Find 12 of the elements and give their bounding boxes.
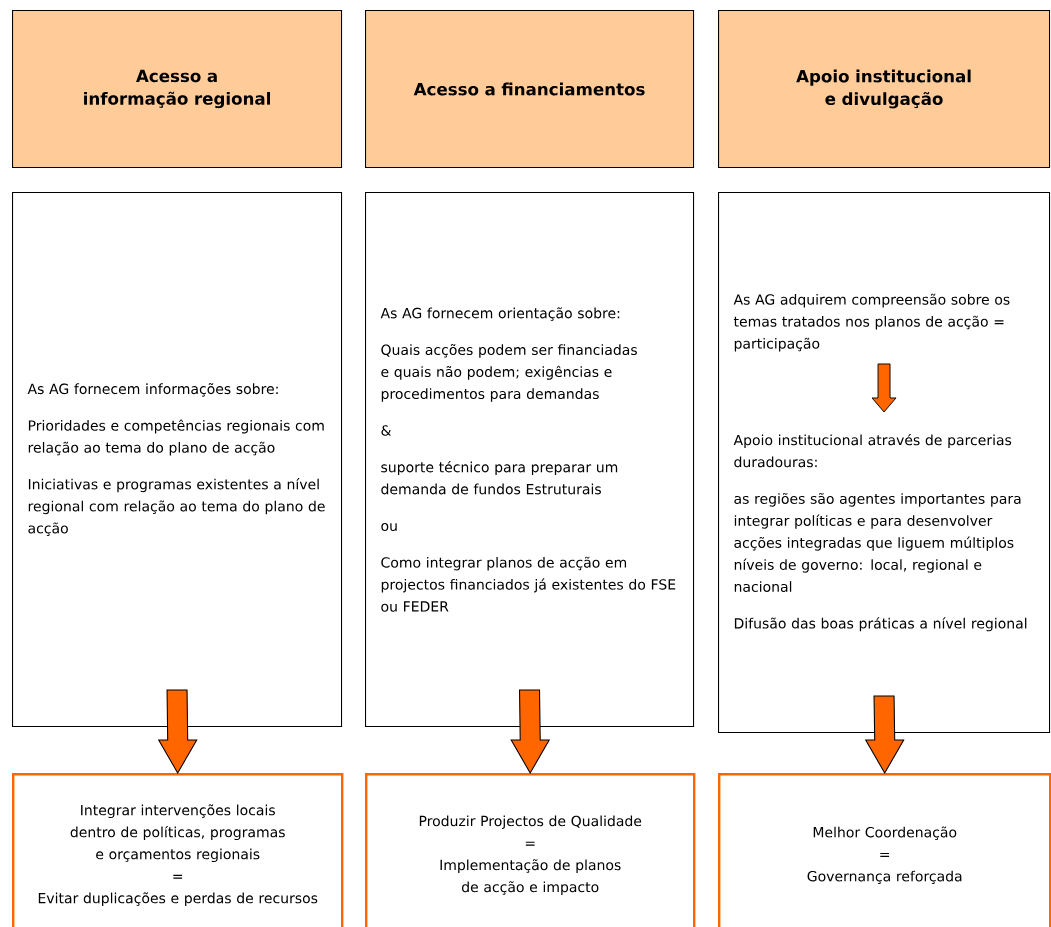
- description-box: As AG fornecem orientação sobre: Quais acções podem ser financiadas e quais não podem; exigências e procedimentos para demandas & suporte técnico para preparar um demanda de fundos Estruturais ou Como integrar planos de acção em projectos financiados já existentes do FSE ou FEDER: [365, 192, 695, 728]
- outcome-box: Produzir Projectos de Qualidade = Implementação de planos de acção e impacto: [365, 773, 696, 927]
- outcome-box: Integrar intervenções locais dentro de políticas, programas e orçamentos regionais = Evitar duplicações e perdas de recursos: [12, 773, 344, 927]
- description-box: As AG fornecem informações sobre: Prioridades e competências regionais com relação ao tema do plano de acção Iniciativas e programas existentes a nível regional com relação ao tema do plano de acção: [12, 192, 343, 728]
- header-box: Acesso a informação regional: [12, 10, 343, 169]
- outcome-box: Melhor Coordenação = Governança reforçada: [718, 773, 1051, 927]
- header-box: Acesso a financiamentos: [365, 10, 695, 169]
- block-arrow: [157, 689, 198, 775]
- description-box: As AG adquirem compreensão sobre os temas tratados nos planos de acção = participação Apoio institucional através de parcerias duradouras: as regiões são agentes importantes para integrar políticas e para desenvolver acções integradas que liguem múltiplos níveis de governo: local, regional e nacional Difusão das boas práticas a nível regional: [718, 192, 1051, 734]
- block-arrow: [510, 689, 551, 775]
- block-arrow: [864, 695, 905, 775]
- header-box: Apoio institucional e divulgação: [718, 10, 1051, 169]
